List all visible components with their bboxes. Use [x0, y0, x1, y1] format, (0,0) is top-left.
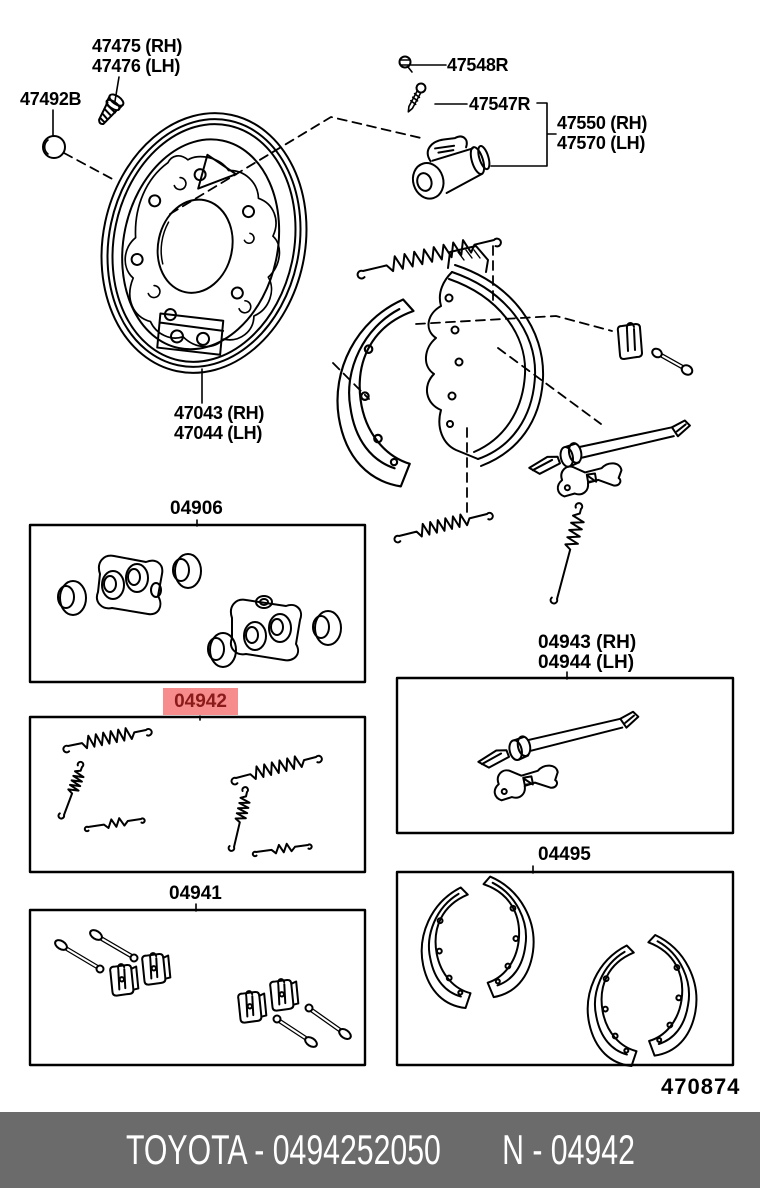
- callout-47548r[interactable]: 47548R: [447, 55, 509, 75]
- bleeder-plug-art: [398, 55, 413, 73]
- holddown-bolt: [651, 347, 694, 376]
- callout-47043[interactable]: 47043 (RH) 47044 (LH): [174, 403, 264, 443]
- kit-04943-parts: [473, 708, 643, 806]
- kit-label-04943[interactable]: 04943 (RH) 04944 (LH): [538, 633, 636, 673]
- pin: [304, 1003, 352, 1040]
- footer-part-number: N - 04942: [501, 1126, 635, 1173]
- mounting-bolt-art: [98, 93, 125, 126]
- kit-04942-parts: [57, 727, 323, 858]
- callout-line: 04944 (LH): [538, 652, 635, 673]
- callout-47475[interactable]: 47475 (RH) 47476 (LH): [92, 36, 182, 76]
- callout-line: 04943 (RH): [538, 632, 637, 653]
- callout-47547r[interactable]: 47547R: [469, 94, 531, 114]
- callout-line: 47475 (RH): [92, 36, 183, 56]
- shoe-cluster: [327, 237, 695, 605]
- return-spring-lower: [393, 511, 494, 544]
- kit-04906-parts: [57, 553, 342, 668]
- footer-text: TOYOTA - 0494252050 N - 04942: [126, 1126, 635, 1174]
- holddown-clip: [616, 322, 643, 360]
- callout-line: 47476 (LH): [92, 56, 181, 76]
- callout-line: 47550 (RH): [557, 113, 648, 133]
- kit-label-04495[interactable]: 04495: [538, 844, 591, 865]
- callout-47492b[interactable]: 47492B: [20, 89, 82, 109]
- kit-label-04941[interactable]: 04941: [169, 883, 222, 904]
- leading-shoe: [425, 245, 545, 467]
- callout-47550[interactable]: 47550 (RH) 47570 (LH): [557, 113, 647, 153]
- pin: [89, 929, 139, 963]
- kit-label-04906[interactable]: 04906: [170, 498, 223, 519]
- return-spring-upper: [356, 237, 502, 280]
- callout-line: 47570 (LH): [557, 133, 646, 153]
- backing-plate: [100, 112, 308, 374]
- kit-label-04942-highlighted[interactable]: 04942: [163, 688, 238, 715]
- adjuster-spring: [549, 502, 585, 605]
- footer-brand-part: TOYOTA - 0494252050: [125, 1126, 441, 1173]
- callout-line: 47044 (LH): [174, 423, 263, 443]
- figure-number: 470874: [661, 1074, 741, 1099]
- plug-art: [42, 135, 66, 159]
- exploded-diagram-art: [28, 55, 735, 1073]
- kit-boxes: [28, 523, 735, 1067]
- pin: [272, 1014, 318, 1048]
- kit-04495-parts: [412, 875, 705, 1073]
- wheel-cylinder-art: [411, 135, 491, 200]
- footer-bar: TOYOTA - 0494252050 N - 04942: [0, 1112, 760, 1188]
- callout-line: 47043 (RH): [174, 403, 265, 423]
- bleeder-screw-art: [407, 82, 427, 113]
- leader-lines: [52, 64, 568, 912]
- dashed-lines: [63, 116, 613, 515]
- pin: [54, 939, 105, 974]
- kit-04941-parts: [54, 929, 352, 1048]
